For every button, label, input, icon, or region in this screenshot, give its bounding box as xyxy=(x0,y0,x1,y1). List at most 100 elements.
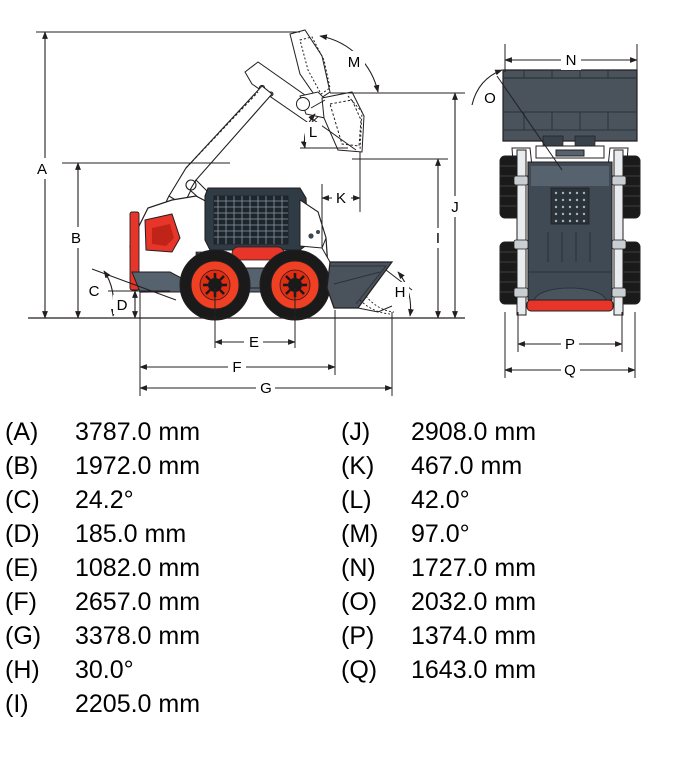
spec-row: (O) 2032.0 mm xyxy=(336,585,681,619)
dimension-e: E xyxy=(214,288,296,352)
spec-row: (K) 467.0 mm xyxy=(336,449,681,483)
dimension-n: N xyxy=(504,44,638,72)
dimension-l: L xyxy=(300,113,348,149)
rear-wheel xyxy=(259,249,331,321)
dimension-label-c: C xyxy=(89,283,100,300)
spec-row: (N) 1727.0 mm xyxy=(336,551,681,585)
dimension-label-h: H xyxy=(395,284,406,301)
dimension-a: A xyxy=(32,31,52,319)
spec-value: 467.0 mm xyxy=(411,452,523,480)
dimension-diagram: A B C D xyxy=(28,29,641,398)
spec-value: 97.0° xyxy=(411,520,470,548)
dimension-m: M xyxy=(319,34,380,93)
dimension-label-d: D xyxy=(117,297,128,314)
dimension-k: K xyxy=(321,152,361,248)
spec-key: (Q) xyxy=(341,656,378,684)
dimension-label-f: F xyxy=(232,359,241,376)
spec-row: (E) 1082.0 mm xyxy=(0,551,340,585)
spec-row: (L) 42.0° xyxy=(336,483,681,517)
dimension-label-p: P xyxy=(565,336,575,353)
spec-value: 185.0 mm xyxy=(75,520,187,548)
side-view-dimensions: A B C D xyxy=(28,31,465,398)
front-wheel xyxy=(179,249,251,321)
spec-key: (P) xyxy=(341,622,375,650)
spec-row: (J) 2908.0 mm xyxy=(336,415,681,449)
spec-column-left: (A) 3787.0 mm (B) 1972.0 mm (C) 24.2° (D… xyxy=(0,415,340,721)
top-view-bucket xyxy=(502,69,638,147)
dimension-q: Q xyxy=(504,312,636,380)
dimension-j: J xyxy=(330,92,465,319)
spec-row: (M) 97.0° xyxy=(336,517,681,551)
dimension-f: F xyxy=(139,292,336,396)
spec-row: (P) 1374.0 mm xyxy=(336,619,681,653)
top-view-side-rails xyxy=(516,149,624,316)
top-view-pivot-details xyxy=(513,175,627,298)
spec-value: 2205.0 mm xyxy=(75,690,201,718)
spec-key: (B) xyxy=(5,452,39,480)
side-view-machine xyxy=(129,29,395,321)
spec-key: (C) xyxy=(5,486,40,514)
spec-key: (O) xyxy=(341,588,378,616)
spec-value: 42.0° xyxy=(411,486,470,514)
top-view-dimensions: N O P Q xyxy=(471,44,638,380)
dimension-label-b: B xyxy=(71,230,81,247)
front-post xyxy=(129,211,140,291)
dimension-label-l: L xyxy=(309,124,317,141)
dimension-c: C xyxy=(85,268,177,317)
bucket-ground xyxy=(326,261,395,315)
dimension-g: G xyxy=(139,312,393,398)
spec-row: (F) 2657.0 mm xyxy=(0,585,340,619)
dimension-label-e: E xyxy=(249,334,259,351)
dimension-label-n: N xyxy=(566,52,577,69)
spec-key: (J) xyxy=(341,418,371,446)
spec-row: (I) 2205.0 mm xyxy=(0,687,340,721)
spec-value: 24.2° xyxy=(75,486,134,514)
dimension-label-j: J xyxy=(451,199,459,216)
leader-line-o xyxy=(496,75,563,171)
cab-mesh xyxy=(214,196,288,244)
top-view-machine xyxy=(499,69,641,316)
spec-key: (G) xyxy=(5,622,42,650)
dimension-o: O xyxy=(471,69,563,171)
spec-key: (M) xyxy=(341,520,379,548)
dimension-i: I xyxy=(352,158,448,319)
dimension-h: H xyxy=(385,269,414,317)
spec-value: 3378.0 mm xyxy=(75,622,201,650)
spec-value: 1727.0 mm xyxy=(411,554,537,582)
dimension-label-g: G xyxy=(260,380,272,397)
spec-row: (C) 24.2° xyxy=(0,483,340,517)
spec-row: (A) 3787.0 mm xyxy=(0,415,340,449)
spec-column-right: (J) 2908.0 mm (K) 467.0 mm (L) 42.0° (M)… xyxy=(336,415,681,687)
dimension-label-m: M xyxy=(348,54,361,71)
top-view-cab xyxy=(527,161,613,301)
spec-key: (E) xyxy=(5,554,39,582)
dimension-label-o: O xyxy=(484,90,496,107)
spec-key: (A) xyxy=(5,418,39,446)
spec-value: 2032.0 mm xyxy=(411,588,537,616)
spec-value: 2657.0 mm xyxy=(75,588,201,616)
spec-key: (F) xyxy=(5,588,37,616)
spec-row: (D) 185.0 mm xyxy=(0,517,340,551)
spec-value: 3787.0 mm xyxy=(75,418,201,446)
dimension-label-i: I xyxy=(436,230,440,247)
spec-row: (G) 3378.0 mm xyxy=(0,619,340,653)
dimension-label-k: K xyxy=(336,190,346,207)
spec-value: 1643.0 mm xyxy=(411,656,537,684)
spec-row: (H) 30.0° xyxy=(0,653,340,687)
spec-key: (I) xyxy=(5,690,29,718)
spec-value: 2908.0 mm xyxy=(411,418,537,446)
dimension-b: B xyxy=(66,162,86,319)
spec-value: 1082.0 mm xyxy=(75,554,201,582)
spec-row: (B) 1972.0 mm xyxy=(0,449,340,483)
spec-row: (Q) 1643.0 mm xyxy=(336,653,681,687)
spec-key: (N) xyxy=(341,554,376,582)
spec-key: (K) xyxy=(341,452,375,480)
dimension-label-a: A xyxy=(37,161,47,178)
spec-value: 30.0° xyxy=(75,656,134,684)
dimension-d: D xyxy=(108,290,170,319)
spec-key: (H) xyxy=(5,656,40,684)
top-view-grille-mesh xyxy=(554,191,586,223)
specifications-table: (A) 3787.0 mm (B) 1972.0 mm (C) 24.2° (D… xyxy=(0,415,681,776)
spec-value: 1374.0 mm xyxy=(411,622,537,650)
